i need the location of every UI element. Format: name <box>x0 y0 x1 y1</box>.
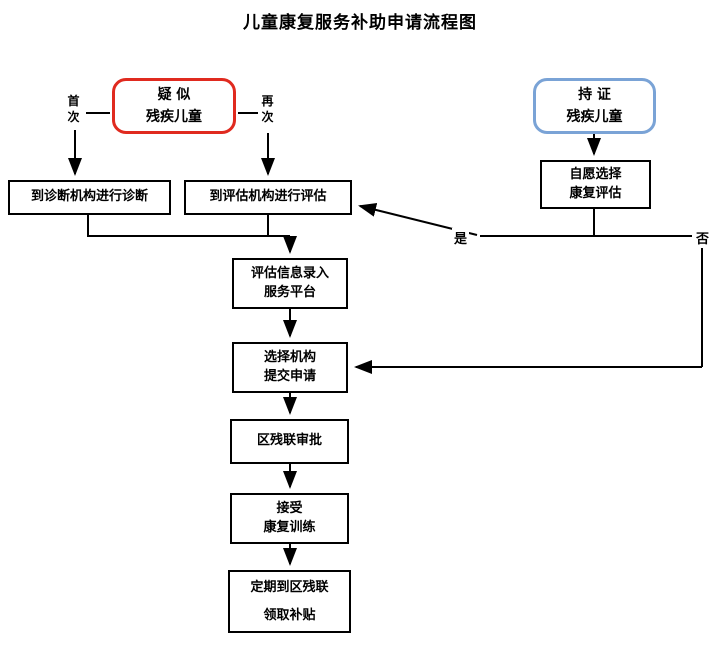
node-diagnosis: 到诊断机构进行诊断 <box>8 180 171 215</box>
node-certified-children: 持 证 残疾儿童 <box>533 78 656 134</box>
node-district-approval: 区残联审批 <box>230 419 349 464</box>
label-first-time: 首次 <box>67 94 80 125</box>
node-collect-subsidy: 定期到区残联 领取补贴 <box>228 570 351 633</box>
label-no: 否 <box>694 228 712 247</box>
node-rehab-training: 接受 康复训练 <box>230 493 349 544</box>
node-submit-application: 选择机构 提交申请 <box>232 342 348 393</box>
label-again: 再次 <box>261 94 274 125</box>
node-suspected-children: 疑 似 残疾儿童 <box>112 78 236 134</box>
page-title: 儿童康复服务补助申请流程图 <box>243 13 477 33</box>
label-yes: 是 <box>452 228 470 247</box>
node-evaluation: 到评估机构进行评估 <box>184 180 352 215</box>
node-voluntary-evaluation: 自愿选择 康复评估 <box>540 160 651 209</box>
node-platform-entry: 评估信息录入 服务平台 <box>232 258 348 309</box>
